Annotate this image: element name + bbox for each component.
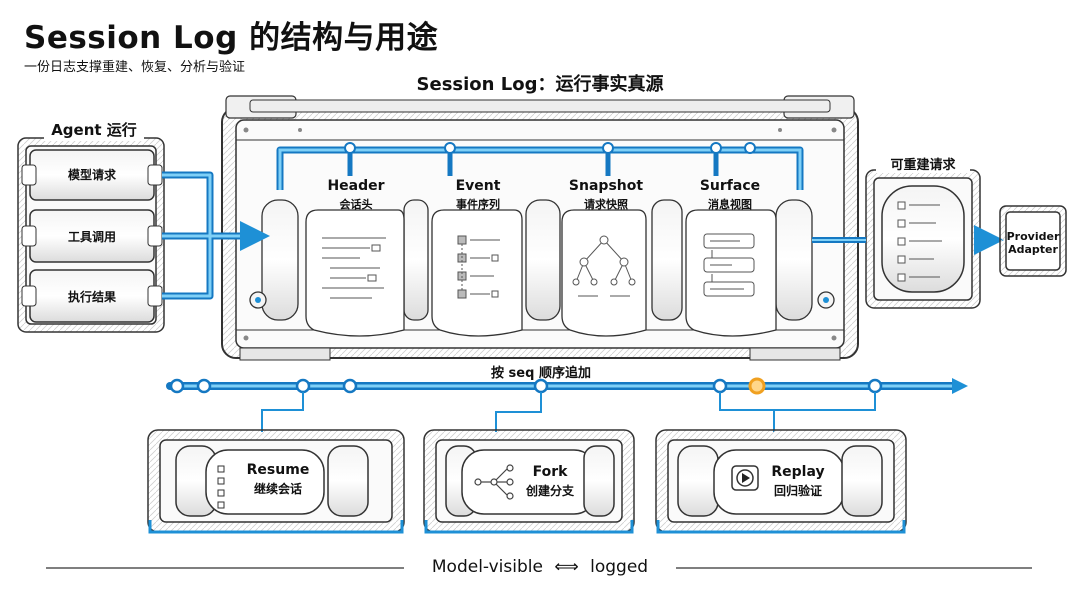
use-replay-title: Replay [771,464,825,480]
branch-lines [261,392,876,432]
stage-event-subtitle: 事件序列 [456,198,500,211]
stage-snapshot: Snapshot 请求快照 [558,178,654,212]
stage-surface: Surface 消息视图 [682,178,778,212]
session-log-title: Session Log：运行事实真源 [416,74,664,95]
top-manifold-pipe [276,142,804,190]
provider-adapter-box [999,205,1067,277]
timeline-label: 按 seq 顺序追加 [491,366,591,381]
replay-machine-frame [655,429,907,533]
agent-item-exec-result: 执行结果 [67,290,116,304]
footer-left-text: Model-visible [431,557,543,577]
agent-panel-frame [17,137,165,333]
use-fork-subtitle: 创建分支 [525,484,574,498]
stage-snapshot-subtitle: 请求快照 [584,198,628,211]
footer-caption: Model-visible ⟺ logged [380,557,700,577]
code-lines-icon [322,237,386,299]
agent-item-tool-call: 工具调用 [67,230,116,244]
main-rollers [249,199,835,321]
bidirectional-arrow-icon: ⟺ [554,557,579,577]
event-list-icon [457,235,500,299]
agent-to-log-pipes [162,171,270,300]
use-resume-subtitle: 继续会话 [253,482,302,496]
use-case-pipes [148,520,906,534]
stage-header-title: Header [327,178,385,194]
play-icon [731,465,759,491]
use-replay-subtitle: 回归验证 [773,484,822,498]
stage-header-subtitle: 会话头 [339,198,373,211]
stage-header: Header 会话头 [308,178,404,212]
use-resume: Resume 继续会话 [238,462,318,497]
page-subtitle: 一份日志支撑重建、恢复、分析与验证 [24,60,246,75]
agent-panel-title: Agent 运行 [44,118,144,141]
page-title: Session Log 的结构与用途 [24,20,439,56]
provider-adapter-line-1: Provider [1006,230,1060,243]
resume-machine-frame [147,429,405,533]
provider-adapter-line-2: Adapter [1008,243,1058,256]
use-fork-title: Fork [532,464,568,480]
use-resume-title: Resume [246,462,310,478]
message-flow-icon [703,233,755,297]
tree-icon [572,235,636,297]
stage-cards [305,209,777,337]
footer-right-text: logged [590,557,649,577]
rebuild-panel-frame [865,169,981,309]
fork-machine-frame [423,429,635,533]
stage-snapshot-title: Snapshot [568,178,644,194]
stage-surface-title: Surface [699,178,761,194]
stage-event-title: Event [455,178,501,194]
use-replay: Replay 回归验证 [758,464,838,499]
provider-adapter-label: Provider Adapter [1006,230,1060,256]
stage-surface-subtitle: 消息视图 [708,198,752,211]
stage-event: Event 事件序列 [430,178,526,212]
agent-item-model-request: 模型请求 [67,168,116,182]
branch-icon [474,464,514,500]
rebuild-panel-title: 可重建请求 [876,154,970,173]
timeline-highlight-node [748,377,766,395]
use-fork: Fork 创建分支 [510,464,590,499]
